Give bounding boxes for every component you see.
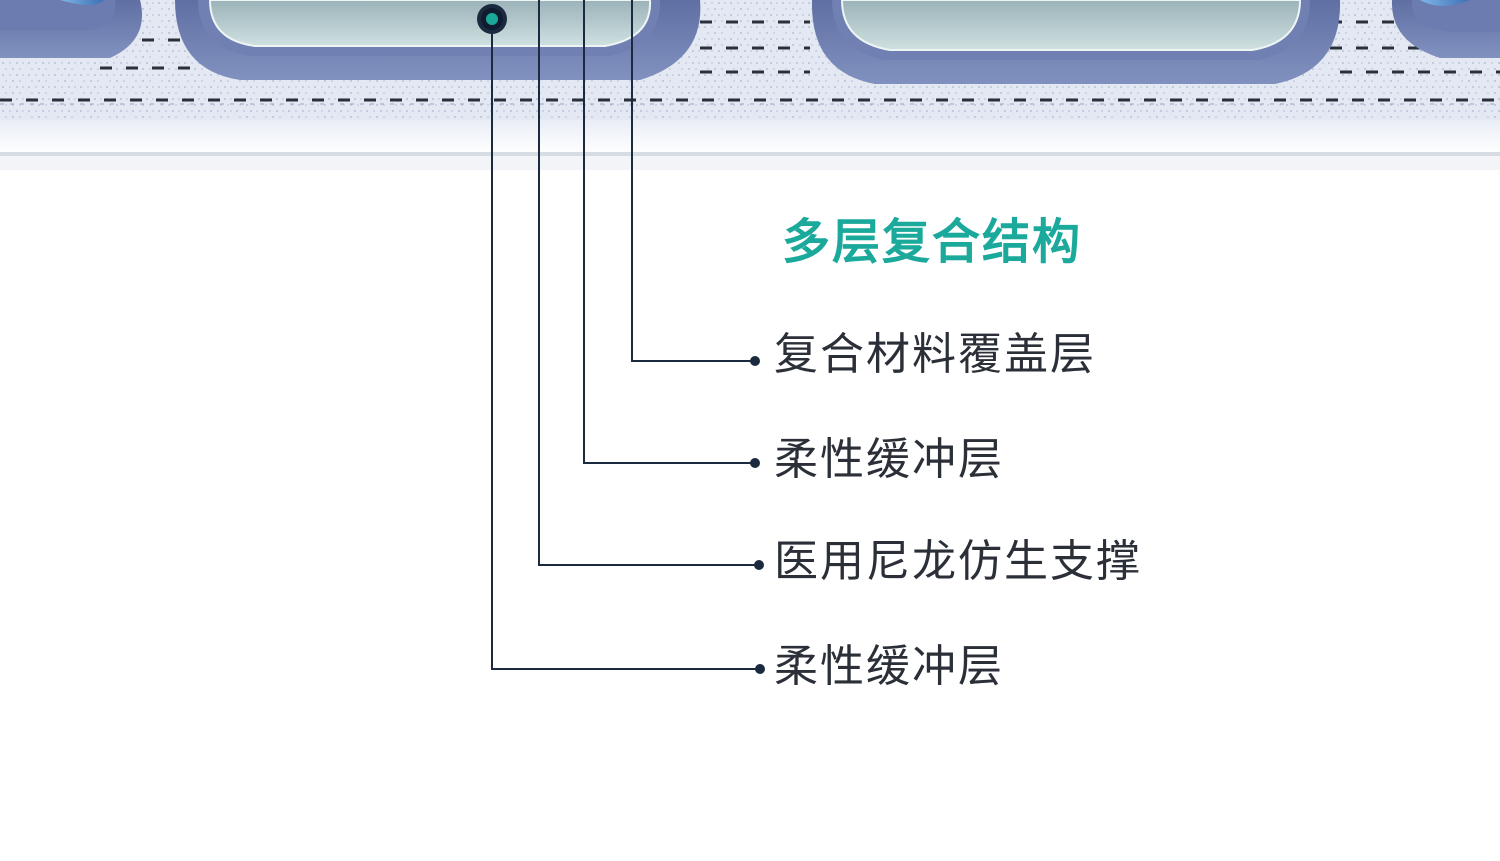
cushion-edge bbox=[0, 120, 1500, 154]
dot-marker-icon bbox=[754, 560, 764, 570]
section-title: 多层复合结构 bbox=[782, 214, 1083, 270]
layer-label-buffer-lower: 柔性缓冲层 bbox=[774, 641, 1004, 692]
dot-marker-icon bbox=[750, 458, 760, 468]
cushion-pad-icon bbox=[1391, 0, 1500, 58]
leader-line-buffer-lower bbox=[491, 20, 760, 670]
leader-line-support bbox=[538, 0, 758, 566]
leader-line-buffer-upper bbox=[583, 0, 755, 464]
layer-label-buffer-upper: 柔性缓冲层 bbox=[774, 434, 1004, 485]
leader-endpoints bbox=[750, 356, 765, 674]
cushion-pad-icon bbox=[175, 0, 701, 80]
cushion-pad-icon bbox=[0, 0, 142, 58]
dot-marker-icon bbox=[755, 664, 765, 674]
dot-marker-icon bbox=[477, 4, 507, 34]
cushion-pad-icon bbox=[811, 0, 1341, 84]
layer-label-support: 医用尼龙仿生支撑 bbox=[774, 536, 1142, 587]
leader-line-cover bbox=[631, 0, 755, 362]
layer-label-cover: 复合材料覆盖层 bbox=[774, 329, 1096, 380]
dot-marker-icon bbox=[750, 356, 760, 366]
leader-lines bbox=[491, 0, 760, 670]
